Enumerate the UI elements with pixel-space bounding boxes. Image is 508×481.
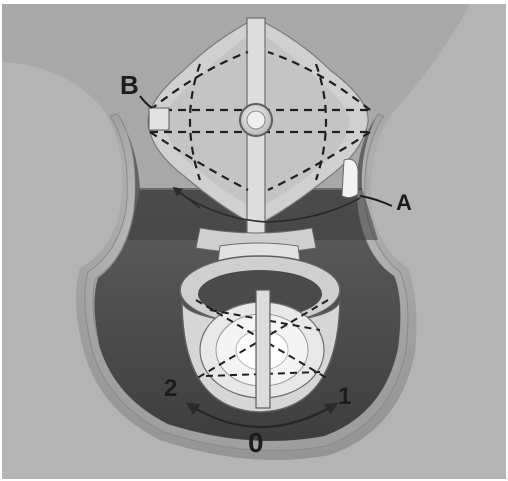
label-a: A: [396, 190, 412, 215]
label-b: B: [120, 70, 139, 100]
left-clip: [149, 108, 169, 130]
top-hub-inner: [247, 111, 265, 129]
label-two: 2: [164, 375, 177, 402]
label-zero: 0: [248, 427, 264, 458]
lower-rod: [256, 290, 270, 408]
right-latch: [342, 159, 358, 197]
label-one: 1: [338, 383, 351, 410]
